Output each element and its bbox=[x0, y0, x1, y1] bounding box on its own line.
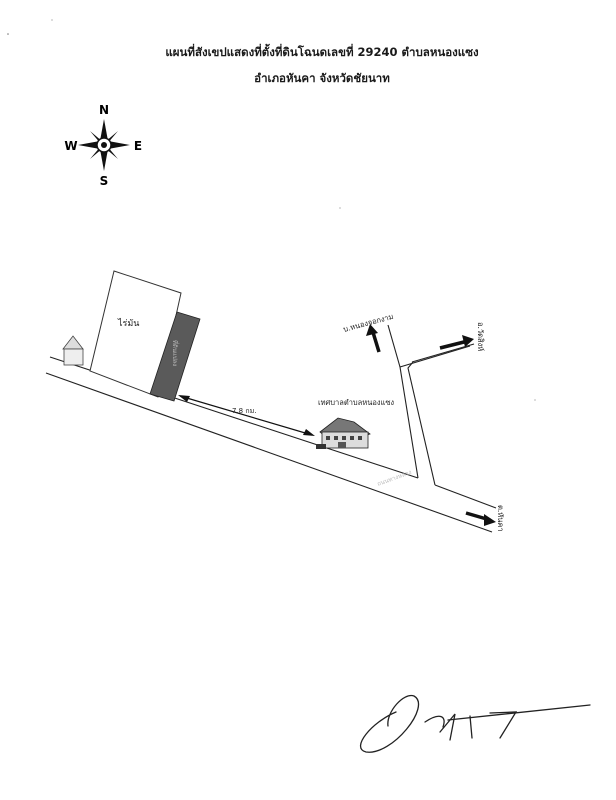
road-label: ถนนทางหลวง bbox=[376, 469, 412, 488]
arrow-southeast-icon bbox=[465, 511, 496, 526]
compass-rose-icon: N S E W bbox=[64, 103, 142, 188]
to-hankha-label: ต.หันคา bbox=[496, 505, 505, 532]
municipality-building-icon: เทศบาลตำบลหนองแซง bbox=[316, 398, 394, 449]
compass-east-label: E bbox=[134, 139, 142, 153]
to-wat-sing-label: อ.วัดสิงห์ bbox=[476, 322, 485, 351]
compass-north-label: N bbox=[99, 103, 109, 117]
subject-plot: ที่ดินแปลง bbox=[149, 311, 201, 402]
house-icon bbox=[62, 335, 84, 366]
map-subtitle: อำเภอหันคา จังหวัดชัยนาท bbox=[254, 71, 390, 85]
arrow-north-icon bbox=[366, 324, 381, 353]
map-title: แผนที่สังเขปแสดงที่ตั้งที่ดินโฉนดเลขที่ … bbox=[165, 45, 479, 59]
signature bbox=[359, 694, 591, 753]
field-label: ไร่มัน bbox=[117, 318, 139, 329]
side-road bbox=[387, 324, 475, 486]
compass-west-label: W bbox=[64, 139, 77, 153]
municipality-label: เทศบาลตำบลหนองแซง bbox=[318, 398, 394, 407]
distance-arrow: 7.8 กม. bbox=[178, 395, 315, 436]
cassava-field: ไร่มัน bbox=[89, 270, 182, 398]
distance-label: 7.8 กม. bbox=[232, 407, 256, 415]
arrow-east-icon bbox=[439, 335, 474, 350]
main-highway bbox=[45, 356, 497, 533]
compass-south-label: S bbox=[100, 174, 109, 188]
plot-label: ที่ดินแปลง bbox=[171, 340, 179, 366]
